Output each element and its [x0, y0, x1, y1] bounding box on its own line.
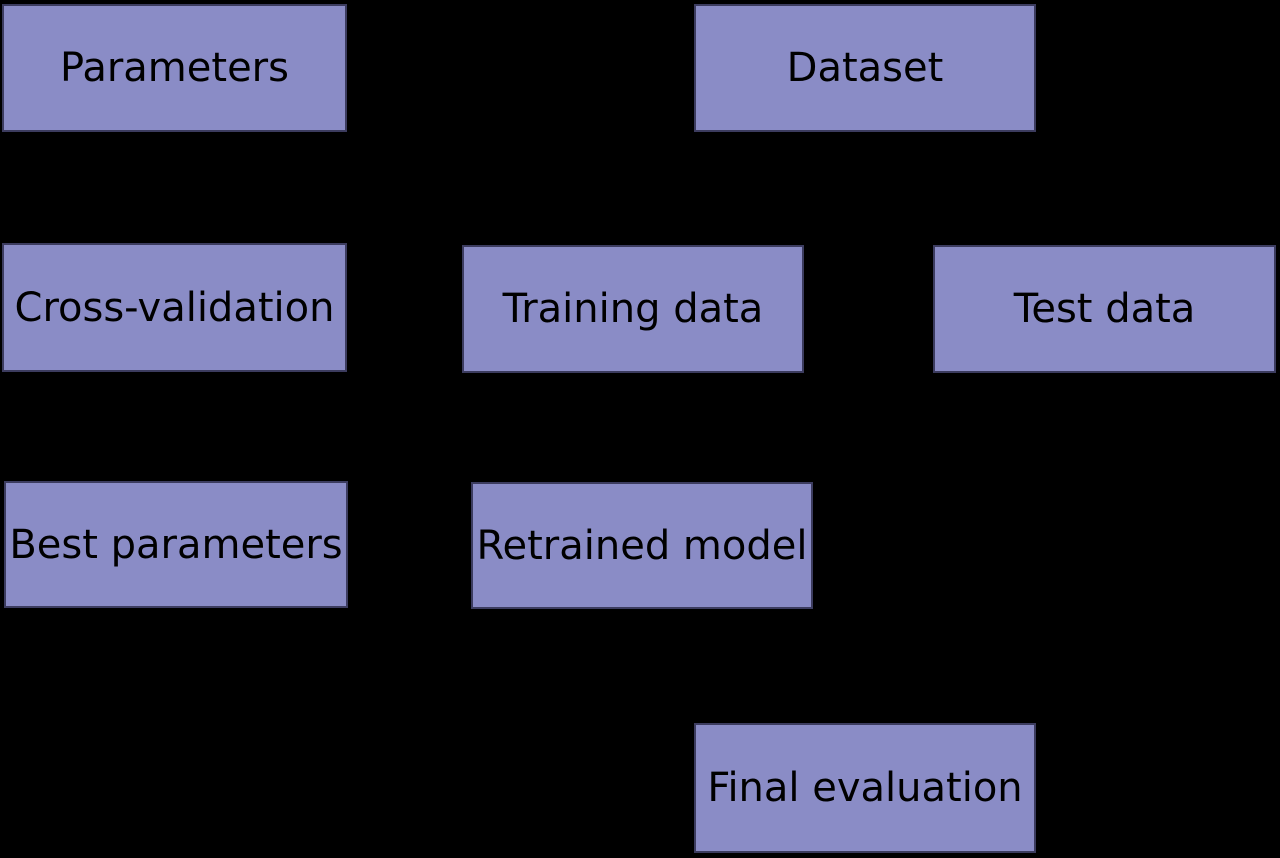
node-test-data: Test data — [933, 245, 1276, 373]
node-parameters: Parameters — [2, 4, 347, 132]
node-retrained-model: Retrained model — [471, 482, 813, 609]
node-best-parameters: Best parameters — [4, 481, 348, 608]
node-best-parameters-label: Best parameters — [9, 521, 343, 568]
node-dataset-label: Dataset — [786, 45, 944, 91]
node-dataset: Dataset — [694, 4, 1036, 132]
node-cross-validation: Cross-validation — [2, 243, 347, 372]
node-cross-validation-label: Cross-validation — [14, 284, 335, 331]
node-final-evaluation-label: Final evaluation — [707, 765, 1023, 811]
node-training-data: Training data — [462, 245, 804, 373]
node-training-data-label: Training data — [502, 286, 764, 332]
node-test-data-label: Test data — [1013, 286, 1196, 332]
node-final-evaluation: Final evaluation — [694, 723, 1036, 853]
node-retrained-model-label: Retrained model — [476, 522, 808, 569]
node-parameters-label: Parameters — [60, 45, 289, 91]
